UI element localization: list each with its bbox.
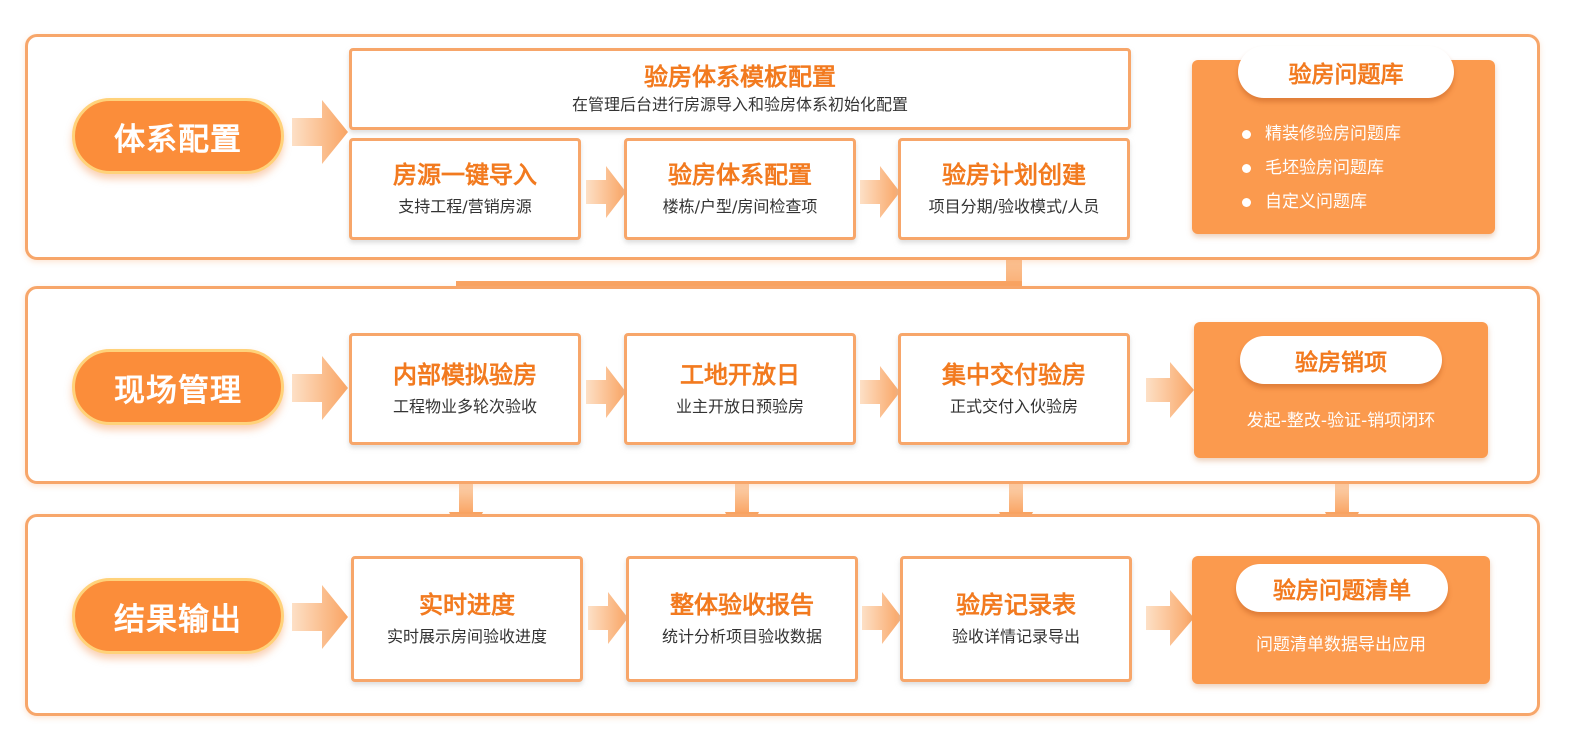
template-config-title: 验房体系模板配置 [644,63,836,91]
step-desc: 验收详情记录导出 [951,627,1080,646]
step-desc: 工程物业多轮次验收 [392,397,537,416]
step-title: 实时进度 [419,591,515,619]
step-title: 验房记录表 [956,591,1076,619]
section-label-text: 结果输出 [114,601,242,638]
section-label-result-output: 结果输出 [72,578,284,654]
issue-closure-title: 验房销项 [1240,336,1442,384]
right-arrow-icon [292,585,348,649]
card-title-text: 验房销项 [1295,350,1387,376]
template-config-box: 验房体系模板配置 在管理后台进行房源导入和验房体系初始化配置 [349,48,1131,130]
issue-list-title: 验房问题清单 [1236,564,1448,612]
right-arrow-icon [586,166,626,218]
list-item: 毛坯验房问题库 [1242,151,1401,185]
section-label-text: 现场管理 [114,372,242,409]
bullet-icon [1242,163,1251,173]
issue-library-list: 精装修验房问题库 毛坯验房问题库 自定义问题库 [1242,117,1401,219]
card-title-text: 验房问题清单 [1273,578,1411,604]
step-box-system-setup: 验房体系配置 楼栋/户型/房间检查项 [624,138,856,240]
issue-closure-desc: 发起-整改-验证-销项闭环 [1246,411,1436,431]
right-arrow-icon [292,356,348,420]
step-box-plan-creation: 验房计划创建 项目分期/验收模式/人员 [898,138,1130,240]
section-label-system-config: 体系配置 [72,98,284,174]
step-desc: 支持工程/营销房源 [398,197,532,216]
card-title-text: 验房问题库 [1288,62,1404,88]
step-desc: 统计分析项目验收数据 [661,627,822,646]
right-arrow-icon [860,366,900,418]
list-item: 自定义问题库 [1242,185,1401,219]
template-config-desc: 在管理后台进行房源导入和验房体系初始化配置 [571,95,908,114]
step-desc: 业主开放日预验房 [675,397,804,416]
right-arrow-icon [1146,590,1194,646]
section-label-onsite-management: 现场管理 [72,349,284,425]
step-box-inspection-record: 验房记录表 验收详情记录导出 [900,556,1132,682]
step-box-centralized-delivery: 集中交付验房 正式交付入伙验房 [898,333,1130,445]
issue-list-desc: 问题清单数据导出应用 [1256,635,1426,655]
step-title: 集中交付验房 [942,361,1086,389]
step-title: 房源一键导入 [393,161,537,189]
step-box-acceptance-report: 整体验收报告 统计分析项目验收数据 [626,556,858,682]
section-label-text: 体系配置 [114,121,242,158]
step-title: 验房体系配置 [668,161,812,189]
step-title: 整体验收报告 [670,591,814,619]
step-desc: 楼栋/户型/房间检查项 [662,197,818,216]
list-item: 精装修验房问题库 [1242,117,1401,151]
step-desc: 实时展示房间验收进度 [386,627,547,646]
step-box-realtime-progress: 实时进度 实时展示房间验收进度 [351,556,583,682]
right-arrow-icon [292,100,348,164]
right-arrow-icon [586,366,626,418]
right-arrow-icon [1146,362,1194,418]
right-arrow-icon [862,592,902,644]
right-arrow-icon [588,592,628,644]
step-desc: 项目分期/验收模式/人员 [928,197,1100,216]
bullet-icon [1242,129,1251,139]
right-arrow-icon [860,166,900,218]
step-title: 验房计划创建 [942,161,1086,189]
step-box-import-housing: 房源一键导入 支持工程/营销房源 [349,138,581,240]
step-desc: 正式交付入伙验房 [949,397,1078,416]
bullet-icon [1242,197,1251,207]
issue-closure-card: 验房销项 发起-整改-验证-销项闭环 [1194,322,1488,458]
step-title: 内部模拟验房 [393,361,537,389]
issue-library-title: 验房问题库 [1238,46,1454,98]
step-title: 工地开放日 [680,361,800,389]
issue-list-card: 验房问题清单 问题清单数据导出应用 [1192,556,1490,684]
step-box-internal-simulation: 内部模拟验房 工程物业多轮次验收 [349,333,581,445]
issue-library-card: 验房问题库 精装修验房问题库 毛坯验房问题库 自定义问题库 [1192,46,1495,234]
step-box-open-day: 工地开放日 业主开放日预验房 [624,333,856,445]
